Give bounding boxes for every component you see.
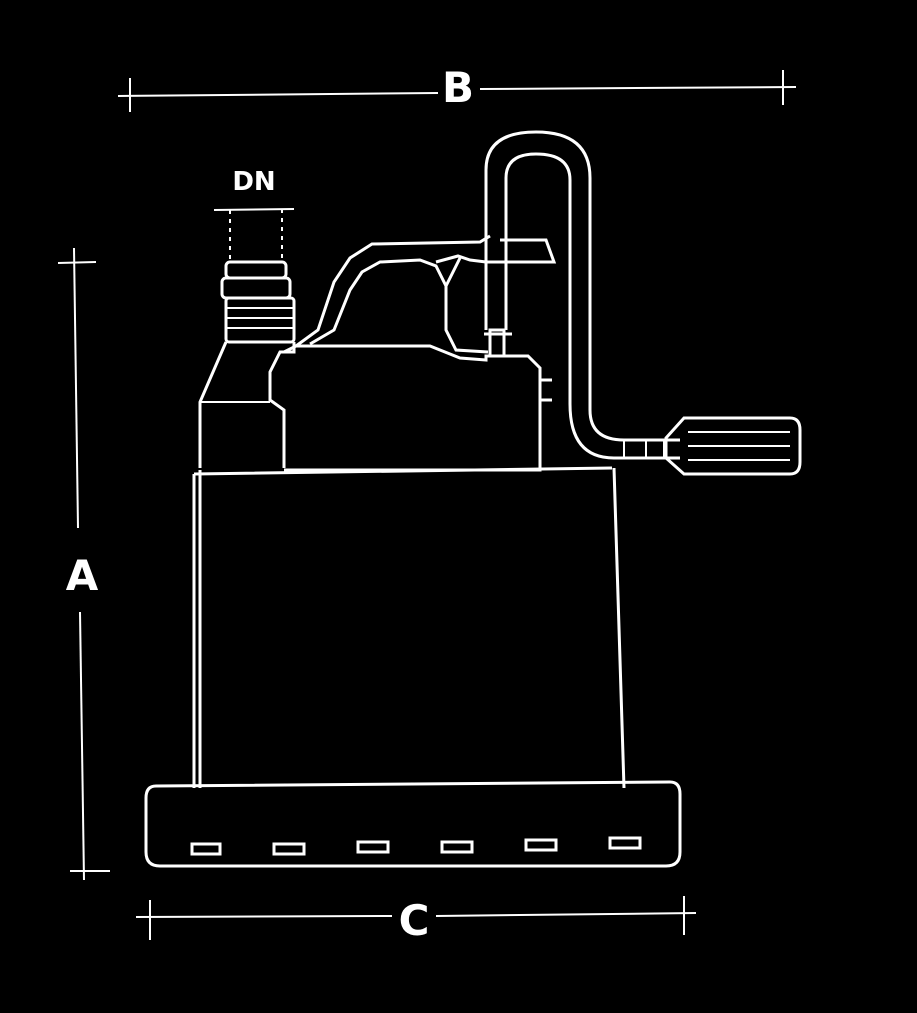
dimension-c: C — [135, 896, 697, 945]
outlet-dn-dimension: DN — [213, 167, 295, 262]
outlet-connector — [198, 260, 296, 468]
float — [664, 416, 802, 476]
motor-body — [192, 466, 626, 789]
dimension-c-label: C — [399, 896, 430, 945]
float-switch-arm — [484, 130, 680, 460]
dimension-b-label: B — [442, 63, 474, 112]
dimension-a-label: A — [66, 551, 99, 600]
dimension-a: A — [57, 247, 110, 881]
carry-handle — [295, 234, 557, 354]
dn-label: DN — [232, 167, 275, 197]
base-strainer — [144, 780, 682, 868]
dimension-b: B — [117, 63, 797, 112]
motor-housing-top — [283, 344, 552, 472]
